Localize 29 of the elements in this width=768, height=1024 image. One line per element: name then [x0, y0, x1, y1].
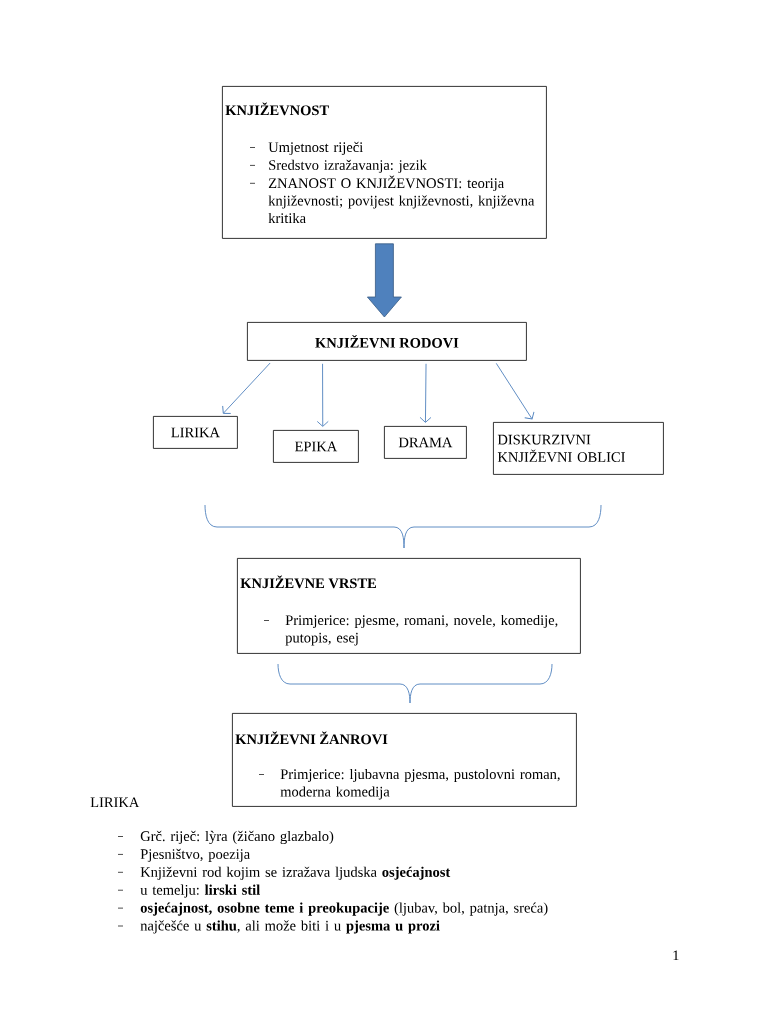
page-number: 1 [673, 950, 679, 960]
list-item: ZNANOST O KNJIŽEVNOSTI: teorija književnosti; povijest književnosti, književna kritika [268, 175, 535, 224]
list-item: osjećajnost, osobne teme i preokupacije (ljubav, bol, patnja, sreća) [140, 902, 548, 916]
arrow [222, 362, 271, 414]
concept-box [222, 86, 547, 239]
concept-box [237, 558, 581, 654]
box-heading: KNJIŽEVNOST [225, 102, 329, 116]
list-item: Grč. riječ: lỳra (žičano glazbalo) [140, 830, 334, 845]
list-item: najčešće u stihu, ali može biti i u pjesma u prozi [140, 920, 440, 934]
category-box: KNJIŽEVNI RODOVI [247, 322, 527, 361]
arrow [316, 363, 329, 427]
category-box: DRAMA [384, 426, 467, 459]
list-item: u temelju: lirski stil [140, 884, 260, 898]
list-item: Umjetnost riječi [268, 141, 363, 156]
block-arrow [367, 243, 402, 318]
category-box: EPIKA [273, 430, 359, 463]
list-item: Književni rod kojim se izražava ljudska osjećajnost [140, 866, 451, 880]
list-item: Primjerice: ljubavna pjesma, pustolovni roman, moderna komedija [280, 768, 560, 800]
list-item: Pjesništvo, poezija [140, 848, 250, 862]
section-heading: LIRIKA [90, 797, 140, 807]
category-box: DISKURZIVNI KNJIŽEVNI OBLICI [493, 422, 664, 475]
box-heading: KNJIŽEVNE VRSTE [240, 575, 377, 589]
arrow [419, 363, 432, 423]
category-box: LIRIKA [153, 416, 238, 449]
concept-box [232, 713, 577, 807]
arrow [495, 362, 535, 420]
list-item: Primjerice: pjesme, romani, novele, komedije, putopis, esej [285, 614, 558, 646]
box-heading: KNJIŽEVNI ŽANROVI [235, 731, 388, 745]
list-item: Sredstvo izražavanja: jezik [269, 159, 427, 173]
